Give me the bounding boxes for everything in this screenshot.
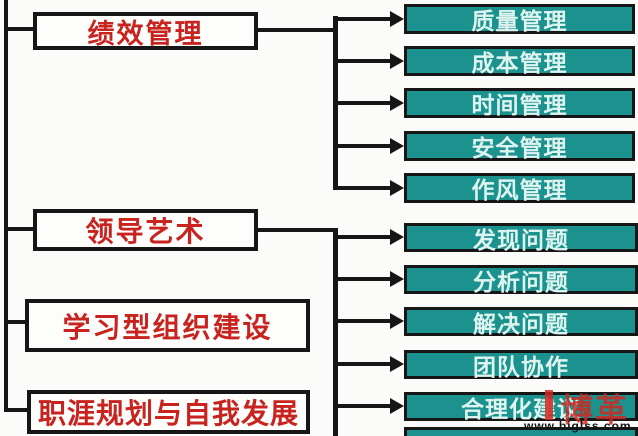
arrow-icon <box>390 313 404 329</box>
right-node-quality-management: 质量管理 <box>404 4 635 34</box>
arrow-icon <box>390 53 404 69</box>
connector-line <box>4 0 8 412</box>
arrow-icon <box>390 180 404 196</box>
right-node-time-management: 时间管理 <box>404 88 635 118</box>
right-node-safety-management: 安全管理 <box>404 131 635 161</box>
connector-line <box>336 235 392 239</box>
connector-line <box>336 186 392 190</box>
connector-line <box>336 319 392 323</box>
connector-line <box>4 27 33 31</box>
arrow-icon <box>390 95 404 111</box>
arrow-icon <box>390 271 404 287</box>
watermark-site-url: www.biglss.com <box>524 419 632 433</box>
connector-line <box>336 101 392 105</box>
connector-line <box>255 28 335 32</box>
connector-line <box>336 277 392 281</box>
left-node-learning-organization: 学习型组织建设 <box>25 299 310 352</box>
connector-line <box>4 320 25 324</box>
connector-line <box>336 17 392 21</box>
right-node-analyze-problems: 分析问题 <box>404 265 638 295</box>
right-node-rationalization-proposal: 合理化建议 <box>404 392 638 422</box>
right-node-cost-management: 成本管理 <box>404 46 635 76</box>
connector-line <box>255 228 335 232</box>
connector-line <box>336 404 392 408</box>
right-node-find-problems: 发现问题 <box>404 223 638 253</box>
connector-line <box>336 59 392 63</box>
right-node-partial <box>404 427 638 436</box>
connector-line <box>4 408 27 412</box>
right-node-teamwork: 团队协作 <box>404 350 638 380</box>
connector-line <box>336 144 392 148</box>
right-node-solve-problems: 解决问题 <box>404 307 638 337</box>
arrow-icon <box>390 229 404 245</box>
left-node-leadership-art: 领导艺术 <box>33 209 258 251</box>
connector-line <box>336 362 392 366</box>
watermark-logo-bar-icon <box>545 390 553 420</box>
left-node-career-planning: 职涯规划与自我发展 <box>27 390 310 434</box>
right-node-conduct-management: 作风管理 <box>404 173 635 203</box>
connector-line <box>4 227 33 231</box>
left-node-performance-management: 绩效管理 <box>33 12 258 50</box>
arrow-icon <box>390 356 404 372</box>
arrow-icon <box>390 11 404 27</box>
arrow-icon <box>390 398 404 414</box>
watermark-logo-text: 博革 <box>561 392 630 428</box>
connector-line <box>333 228 338 436</box>
connector-line <box>333 16 338 190</box>
arrow-icon <box>390 138 404 154</box>
